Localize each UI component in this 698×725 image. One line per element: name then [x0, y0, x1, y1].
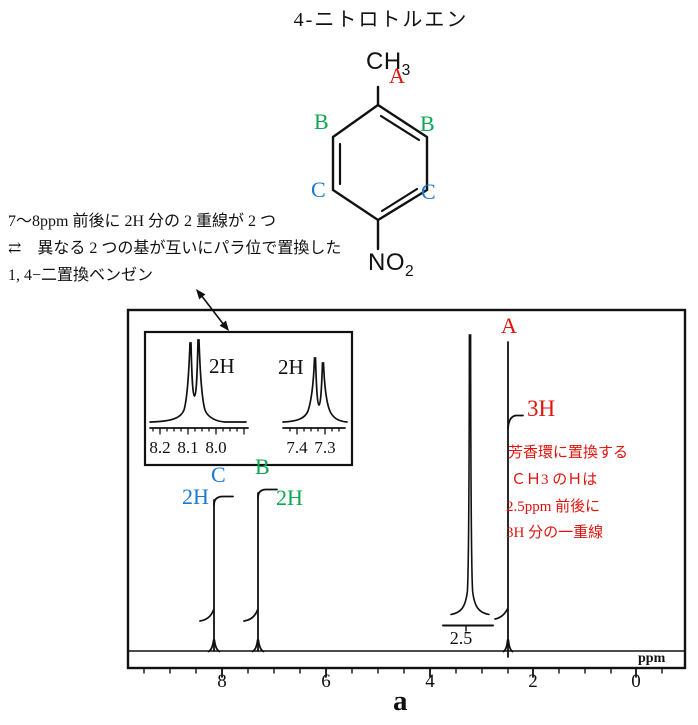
peak-c-integration: 2H	[182, 484, 209, 509]
annotation-arrowhead-top	[196, 289, 206, 300]
note-line-1: 7～8ppm 前後に 2H 分の 2 重線が 2 つ	[8, 213, 277, 230]
page-title: 4-ニトロトルエン	[293, 9, 469, 31]
x-axis-minor-ticks	[143, 667, 663, 674]
plot-frame	[126, 308, 687, 670]
no2-group-label: NO2	[368, 249, 415, 280]
axis-unit-label: ppm	[638, 651, 666, 666]
inset-tick-7-3: 7.3	[314, 438, 336, 457]
ch3-subscript: 3	[401, 61, 411, 79]
red-note-line-3: 2.5ppm 前後に	[506, 499, 601, 515]
inset-left-integration: 2H	[209, 354, 235, 378]
inset-tick-8-1: 8.1	[177, 438, 199, 457]
figure-caption: a	[393, 685, 408, 717]
inset-doublet-7ppm	[282, 357, 348, 423]
red-note-line-4: 3H 分の一重線	[506, 525, 604, 541]
proton-label-c-left: C	[311, 177, 326, 202]
benzene-ring	[331, 103, 429, 222]
x-tick-6: 6	[321, 671, 331, 692]
x-tick-8: 8	[217, 671, 227, 692]
ch3-text: CH	[366, 48, 402, 75]
no2-subscript: 2	[405, 262, 415, 280]
peak-b-label: B	[255, 454, 270, 479]
ch3-group-label: CH3	[366, 48, 411, 79]
proton-label-a-structure: A	[389, 63, 405, 88]
red-note-line-1: 芳香環に置換する	[508, 445, 629, 461]
x-tick-2: 2	[528, 671, 538, 692]
proton-label-b-right: B	[420, 111, 435, 136]
red-note-line-2: ＣＨ3 のＨは	[511, 472, 598, 488]
peak-a-expanded-singlet	[450, 334, 490, 616]
benzene-doublebond-upper-right	[379, 114, 421, 142]
benzene-doublebond-lower-right	[380, 187, 419, 213]
inset-tick-7-4: 7.4	[286, 438, 308, 457]
peak-a-integration: 3H	[527, 396, 556, 421]
proton-label-c-right: C	[421, 179, 436, 204]
peak-b-trace	[243, 488, 278, 653]
no2-text: NO	[368, 249, 405, 276]
annotation-arrowhead-bottom	[219, 320, 229, 331]
x-tick-0: 0	[631, 671, 641, 692]
proton-label-b-left: B	[314, 109, 329, 134]
shift-value-label: 2.5	[449, 628, 473, 648]
peak-a-label: A	[501, 313, 517, 338]
note-line-3: 1, 4−二置換ベンゼン	[8, 267, 154, 284]
peak-c-trace	[199, 495, 234, 653]
inset-right-axis-ticks	[289, 427, 340, 435]
x-tick-4: 4	[425, 671, 435, 692]
x-axis-major-ticks	[221, 667, 637, 678]
peak-b-integration: 2H	[276, 485, 303, 510]
inset-left-axis-ticks	[152, 427, 245, 435]
peak-c-label: C	[211, 462, 226, 487]
inset-tick-8-0: 8.0	[205, 438, 227, 457]
inset-right-integration: 2H	[278, 355, 304, 379]
inset-frame	[143, 330, 354, 467]
peak-a-trace	[494, 341, 524, 658]
inset-tick-8-2: 8.2	[149, 438, 171, 457]
inset-doublet-8ppm	[149, 339, 247, 423]
note-line-2: ⇄ 異なる 2 つの基が互いにパラ位で置換した	[8, 240, 342, 257]
